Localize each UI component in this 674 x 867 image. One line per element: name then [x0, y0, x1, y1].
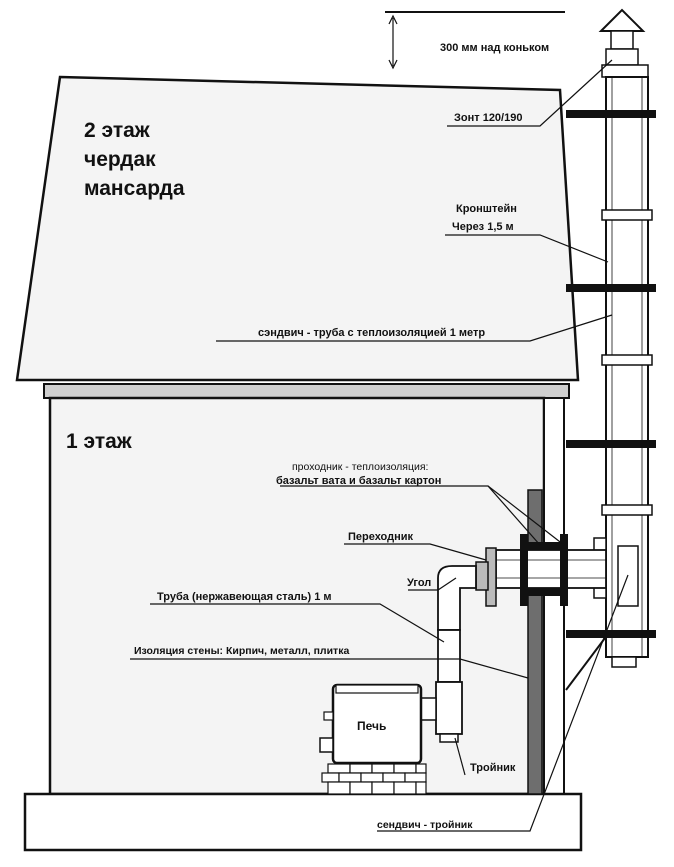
wall-bracket	[566, 110, 656, 118]
passthrough-flange-right	[560, 534, 568, 606]
tee-branch	[419, 697, 437, 721]
passthrough-collar-top	[528, 542, 560, 550]
wall-insulation-leader	[130, 658, 529, 679]
stove-label: Печь	[357, 719, 386, 733]
cap-cone	[605, 48, 639, 66]
stove-knob	[323, 711, 334, 721]
bracket-label-1: Кронштейн	[456, 203, 517, 215]
wall-bracket	[566, 630, 656, 638]
sandwich-tee-leader	[377, 574, 629, 832]
wall-insulation-panel	[527, 489, 543, 795]
passthrough-label-2: базальт вата и базальт картон	[276, 475, 441, 487]
tee-body	[435, 681, 463, 735]
tee-label: Тройник	[470, 762, 516, 774]
above-ridge-label: 300 мм над коньком	[440, 42, 549, 54]
attic-line-2: чердак	[84, 148, 156, 171]
passthrough-collar-bottom	[528, 588, 560, 596]
adapter-body	[475, 561, 489, 591]
stove-top	[335, 684, 419, 694]
pipe-bottom-cap	[611, 656, 637, 668]
elbow-leader	[408, 577, 457, 591]
horizontal-sandwich-pipe	[495, 549, 607, 589]
stove-brick-base	[321, 763, 427, 795]
pipe-joint	[601, 209, 653, 221]
bracket-strut	[565, 633, 609, 691]
stove-handle	[319, 737, 334, 753]
cap-collar	[601, 64, 649, 78]
sandwich-pipe-leader	[216, 314, 613, 342]
pipe-joint	[601, 354, 653, 366]
passthrough-leader-2	[487, 485, 565, 546]
dimension-arrow-down	[388, 59, 398, 70]
sandwich-tee-label: сендвич - тройник	[377, 819, 473, 831]
tee-leader	[454, 737, 466, 776]
bracket-leader	[445, 234, 609, 263]
elbow-label: Угол	[407, 577, 431, 589]
attic-line-3: мансарда	[84, 177, 185, 200]
wall-bracket	[566, 440, 656, 448]
elbow	[437, 565, 477, 631]
passthrough-flange-left	[520, 534, 528, 606]
floor-slab	[43, 383, 570, 399]
roof	[15, 75, 580, 382]
tee-bottom	[439, 733, 459, 743]
cap-neck	[610, 30, 634, 50]
dimension-arrow-up	[388, 14, 398, 25]
cap-umbrella	[598, 8, 646, 32]
attic-line-1: 2 этаж	[84, 119, 151, 142]
stainless-pipe-leader	[150, 603, 445, 643]
adapter-leader	[344, 543, 487, 561]
stainless-pipe	[437, 629, 461, 683]
cap-label: Зонт 120/190	[454, 112, 522, 124]
passthrough-label-1: проходник - теплоизоляция:	[292, 461, 428, 473]
wall-bracket	[566, 284, 656, 292]
stainless-pipe-label: Труба (нержавеющая сталь) 1 м	[157, 591, 332, 603]
wall-insulation-label: Изоляция стены: Кирпич, металл, плитка	[134, 645, 349, 657]
bracket-label-2: Через 1,5 м	[452, 221, 514, 233]
pipe-joint	[601, 504, 653, 516]
ground-floor-title: 1 этаж	[66, 430, 133, 453]
foundation	[23, 792, 583, 852]
sandwich-pipe-label: сэндвич - труба с теплоизоляцией 1 метр	[258, 327, 485, 339]
adapter-label: Переходник	[348, 531, 414, 543]
cap-leader	[447, 59, 613, 127]
